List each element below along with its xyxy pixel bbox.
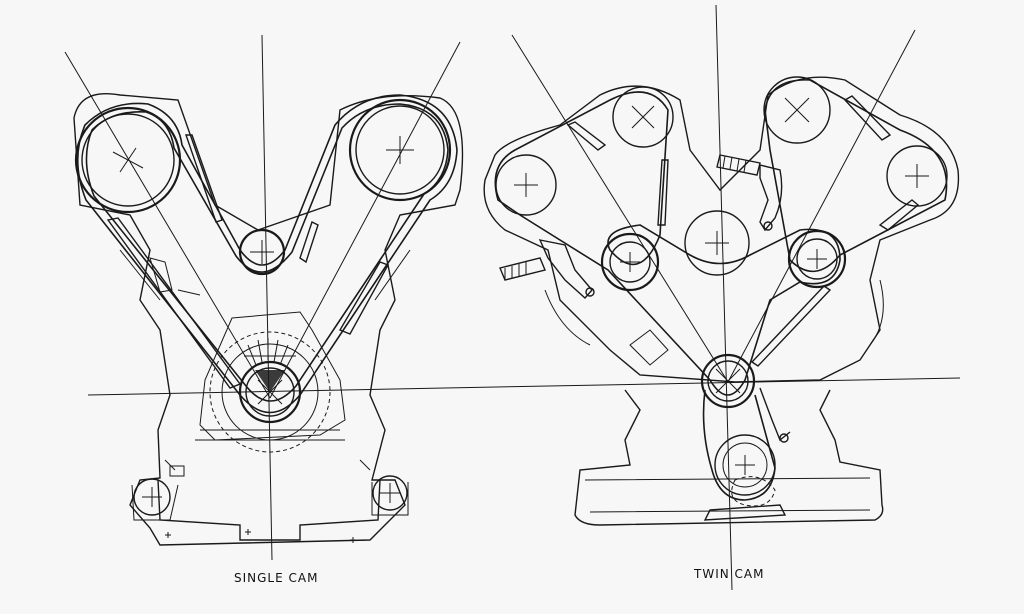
twin-cam-center-idler xyxy=(684,210,750,276)
single-cam-crankcase xyxy=(157,479,381,541)
single-cam-right-bank-axis xyxy=(269,41,461,399)
twin-cam-sprocket-2 xyxy=(612,86,674,148)
single-cam-right-sprocket xyxy=(348,98,452,202)
single-cam-engine xyxy=(64,34,464,561)
single-cam-left-sprocket-inner xyxy=(81,113,175,207)
twin-cam-caption: TWIN CAM xyxy=(694,567,765,581)
single-cam-guide-lower xyxy=(338,261,390,335)
single-cam-caption: SINGLE CAM xyxy=(234,571,319,585)
twin-cam-cover-outline xyxy=(483,76,960,383)
twin-cam-lower-chain xyxy=(702,389,776,501)
single-cam-gear-teeth xyxy=(244,338,296,366)
twin-cam-vertical-axis xyxy=(715,4,733,591)
single-cam-aux-left-pulley xyxy=(133,478,171,516)
twin-cam-left-idler xyxy=(600,232,660,292)
single-cam-block-outline xyxy=(73,93,464,546)
twin-cam-guide-lower-right xyxy=(750,285,832,367)
twin-cam-left-tensioner xyxy=(499,239,595,299)
twin-cam-upper-chain xyxy=(764,79,948,273)
single-cam-guide-left xyxy=(185,134,223,223)
single-cam-left-bank-axis xyxy=(64,51,271,399)
twin-cam-guide-right-top xyxy=(843,95,892,141)
twin-cam-lower-block xyxy=(574,389,884,526)
single-cam-left-tensioner xyxy=(106,217,242,389)
twin-cam-guide-right xyxy=(878,199,920,231)
twin-cam-guide-left xyxy=(566,121,607,151)
crank-centerline xyxy=(87,377,961,396)
twin-cam-sprocket-3 xyxy=(763,76,831,144)
single-cam-crank-sprocket xyxy=(238,360,302,424)
single-cam-timing-chain xyxy=(76,94,458,414)
twin-cam-guide-center xyxy=(657,159,669,226)
twin-cam-left-bank-axis xyxy=(511,34,729,383)
twin-cam-right-bank-axis xyxy=(727,29,916,383)
twin-cam-right-tensioner xyxy=(716,154,783,232)
single-cam-guide-right xyxy=(299,221,319,264)
twin-cam-primary-chain xyxy=(494,91,841,396)
twin-cam-crank-sprocket xyxy=(700,353,756,409)
single-cam-vertical-axis xyxy=(261,34,273,561)
twin-cam-right-idler xyxy=(787,229,847,289)
twin-cam-engine xyxy=(483,4,960,591)
single-cam-aux-right-pulley xyxy=(372,475,408,511)
